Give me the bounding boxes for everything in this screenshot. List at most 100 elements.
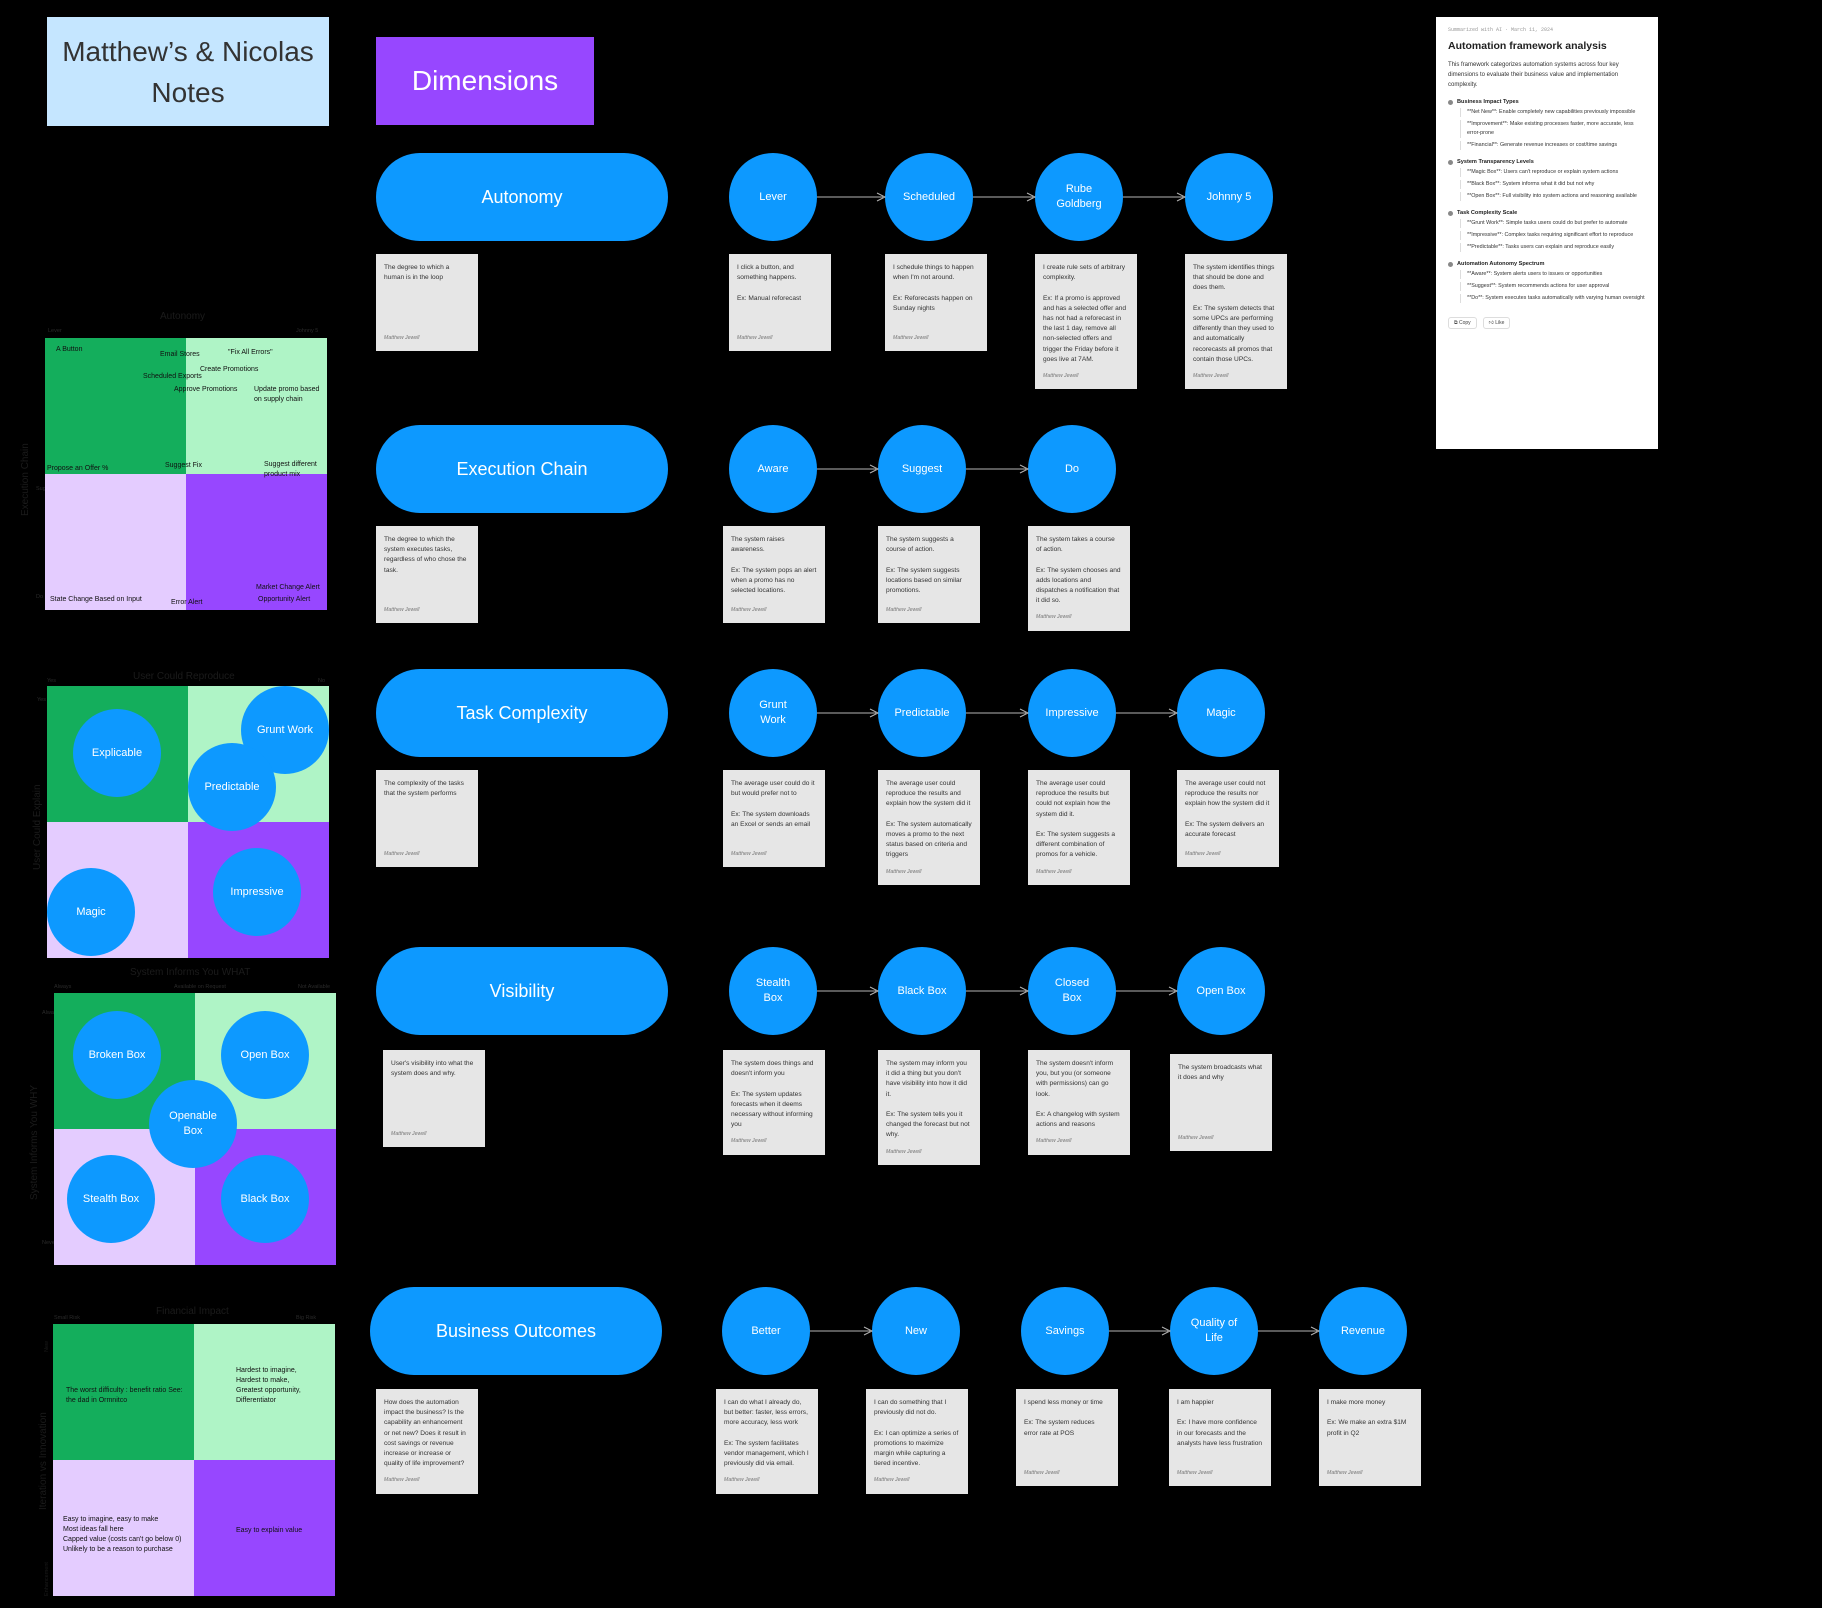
axis-title: Financial Impact [156, 1306, 229, 1317]
note-author: Matthew Jewell [1024, 1470, 1060, 1476]
arrow-head [1019, 708, 1030, 718]
arrow-head [869, 986, 880, 996]
stage-note: The system raises awareness. Ex: The sys… [723, 526, 825, 624]
note-author: Matthew Jewell [886, 607, 922, 613]
note-text: I schedule things to happen when I'm not… [893, 264, 974, 312]
arrow-head [863, 1326, 874, 1336]
quadrant-bottom-right [186, 474, 327, 610]
summary-item: **Open Box**: Full visibility into syste… [1460, 192, 1646, 201]
note-text: The system may inform you it did a thing… [886, 1060, 970, 1139]
arrow-head [1310, 1326, 1321, 1336]
summary-meta: Summarized with AI · March 11, 2024 [1448, 27, 1554, 33]
note-text: I create rule sets of arbitrary complexi… [1043, 264, 1127, 363]
section-title-text: Automation Autonomy Spectrum [1457, 261, 1545, 267]
note-text: The average user could reproduce the res… [886, 780, 972, 859]
definition-note: The degree to which the system executes … [376, 526, 478, 624]
note-text: The system doesn't inform you, but you (… [1036, 1060, 1120, 1129]
quadrant-top-left [45, 338, 186, 474]
note-author: Matthew Jewell [724, 1477, 760, 1484]
matrix-label: Scheduled Exports [143, 373, 202, 380]
dimension-pill: Business Outcomes [370, 1287, 662, 1375]
predictable-circle: Predictable [188, 743, 276, 831]
like-button[interactable]: 👍︎ Like [1482, 317, 1511, 329]
definition-note: How does the automation impact the busin… [376, 1389, 478, 1494]
note-author: Matthew Jewell [731, 1138, 767, 1145]
summary-section: Business Impact Types**Net New**: Enable… [1448, 99, 1646, 150]
note-text: The complexity of the tasks that the sys… [384, 780, 464, 798]
matrix-label: Market Change Alert [256, 584, 320, 591]
arrow-head [1161, 1326, 1172, 1336]
axis-tick: Do [36, 594, 44, 600]
copy-label: Copy [1458, 320, 1471, 326]
explicable-circle: Explicable [73, 709, 161, 797]
stage-note: The average user could reproduce the res… [1028, 770, 1130, 885]
stage-note: The system does things and doesn't infor… [723, 1050, 825, 1155]
note-author: Matthew Jewell [886, 868, 922, 875]
axis-tick: Enhancement [44, 1562, 50, 1596]
broken-box-circle: Broken Box [73, 1011, 161, 1099]
summary-section: System Transparency Levels **Magic Box**:… [1448, 159, 1646, 201]
summary-section: Automation Autonomy Spectrum**Aware**: S… [1448, 261, 1646, 303]
dimension-pill: Task Complexity [376, 669, 668, 757]
stage-circle: Scheduled [885, 153, 973, 241]
stage-note: The system broadcasts what it does and w… [1170, 1054, 1272, 1152]
note-author: Matthew Jewell [1036, 868, 1072, 875]
copy-button[interactable]: ⧉ Copy [1448, 317, 1477, 329]
ai-summary-panel: Summarized with AI · March 11, 2024 Auto… [1436, 17, 1658, 449]
note-author: Matthew Jewell [1177, 1470, 1213, 1476]
summary-item: **Financial**: Generate revenue increase… [1460, 141, 1646, 150]
board-title: Matthew’s & Nicolas Notes [47, 17, 329, 126]
stage-note: The system identifies things that should… [1185, 254, 1287, 390]
note-author: Matthew Jewell [737, 335, 773, 341]
stage-circle: Black Box [878, 947, 966, 1035]
note-author: Matthew Jewell [874, 1477, 910, 1484]
note-author: Matthew Jewell [886, 1148, 922, 1155]
note-author: Matthew Jewell [384, 851, 420, 857]
stage-circle: New [872, 1287, 960, 1375]
section-title-text: System Transparency Levels [1457, 159, 1534, 165]
note-author: Matthew Jewell [391, 1131, 427, 1137]
dimensions-label: Dimensions [376, 37, 594, 125]
quadrant-bottom-left [45, 474, 186, 610]
definition-note: The complexity of the tasks that the sys… [376, 770, 478, 868]
axis-title: System Informs You WHY [29, 1084, 40, 1200]
stage-circle: Grunt Work [729, 669, 817, 757]
stage-circle: Savings [1021, 1287, 1109, 1375]
dimension-pill: Execution Chain [376, 425, 668, 513]
stage-circle: Open Box [1177, 947, 1265, 1035]
note-author: Matthew Jewell [384, 335, 420, 341]
stage-circle: Do [1028, 425, 1116, 513]
axis-title: User Could Reproduce [133, 671, 235, 682]
stage-note: The average user could reproduce the res… [878, 770, 980, 885]
stage-circle: Impressive [1028, 669, 1116, 757]
arrow-head [1168, 986, 1179, 996]
summary-item: **Predictable**: Tasks users can explain… [1460, 243, 1646, 252]
arrow-head [876, 192, 887, 202]
arrow-head [1176, 192, 1187, 202]
note-text: I am happier Ex: I have more confidence … [1177, 1399, 1263, 1447]
stage-note: The system may inform you it did a thing… [878, 1050, 980, 1165]
matrix-label: Suggest different product mix [264, 461, 317, 478]
like-label: Like [1495, 320, 1505, 326]
note-text: The system suggests a course of action. … [886, 536, 962, 595]
summary-item: **Grunt Work**: Simple tasks users could… [1460, 219, 1646, 228]
impressive-circle: Impressive [213, 848, 301, 936]
summary-section-title: Task Complexity Scale [1448, 210, 1646, 216]
note-text: The system identifies things that should… [1193, 264, 1275, 363]
quadrant-bottom-right [194, 1460, 335, 1596]
note-author: Matthew Jewell [1036, 614, 1072, 621]
summary-section-title: Automation Autonomy Spectrum [1448, 261, 1646, 267]
note-text: I make more money Ex: We make an extra $… [1327, 1399, 1407, 1437]
quadrant-bottom-left [53, 1460, 194, 1596]
bullet-icon [1448, 261, 1453, 267]
stealth-box-circle: Stealth Box [67, 1155, 155, 1243]
axis-title: System Informs You WHAT [130, 967, 251, 978]
note-author: Matthew Jewell [1193, 373, 1229, 380]
magic-circle: Magic [47, 868, 135, 956]
note-author: Matthew Jewell [1043, 373, 1079, 380]
summary-item: **Magic Box**: Users can't reproduce or … [1460, 168, 1646, 177]
copy-icon: ⧉ [1454, 320, 1458, 326]
thumbs-up-icon: 👍︎ [1488, 320, 1494, 326]
summary-item: **Black Box**: System informs what it di… [1460, 180, 1646, 189]
